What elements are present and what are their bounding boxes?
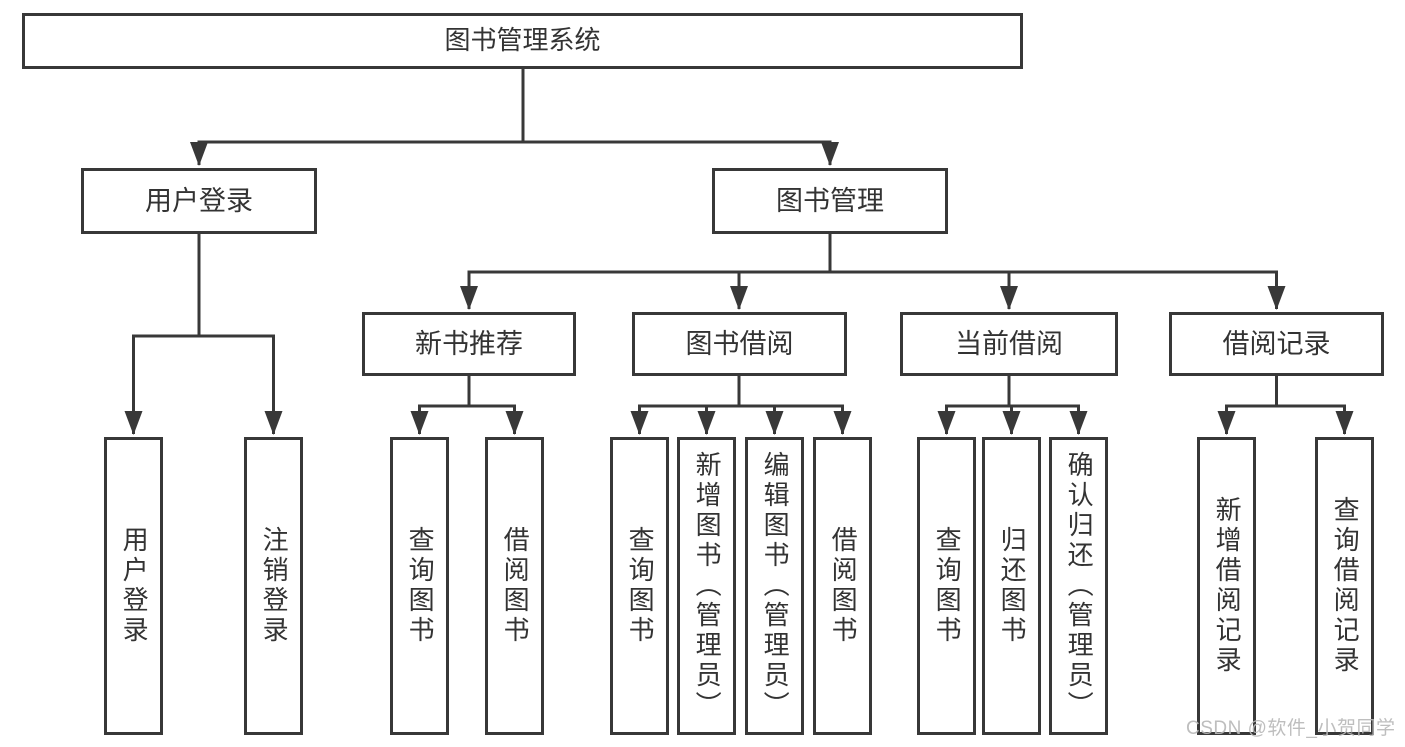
node-borrow-record: 借阅记录 xyxy=(1169,312,1384,376)
node-book-management: 图书管理 xyxy=(712,168,948,234)
leaf-logout: 注销登录 xyxy=(244,437,303,735)
leaf-newbook-borrow-book: 借阅图书 xyxy=(485,437,544,735)
connector-borrow-record-to-leaves xyxy=(1217,376,1354,435)
node-book-borrow: 图书借阅 xyxy=(632,312,847,376)
leaf-borrow-query-book: 查询图书 xyxy=(610,437,669,735)
leaf-newbook-query-book: 查询图书 xyxy=(390,437,449,735)
connector-current-borrow-to-leaves xyxy=(937,376,1088,435)
leaf-add-borrow-record: 新增借阅记录 xyxy=(1197,437,1256,735)
leaf-user-login: 用户登录 xyxy=(104,437,163,735)
leaf-edit-book-admin: 编辑图书（管理员） xyxy=(745,437,804,735)
leaf-current-query-book: 查询图书 xyxy=(917,437,976,735)
leaf-add-book-admin: 新增图书（管理员） xyxy=(677,437,736,735)
connector-new-book-to-leaves xyxy=(410,376,524,435)
node-user-login: 用户登录 xyxy=(81,168,317,234)
csdn-watermark: CSDN @软件_小贺同学 xyxy=(1186,718,1396,739)
leaf-return-book: 归还图书 xyxy=(982,437,1041,735)
leaf-borrow-book: 借阅图书 xyxy=(813,437,872,735)
node-new-book-recommend: 新书推荐 xyxy=(362,312,576,376)
connector-book-mgmt-to-level2 xyxy=(460,234,1286,310)
connector-user-login-to-leaves xyxy=(124,234,283,435)
connector-root-to-level1 xyxy=(190,68,839,166)
connector-book-borrow-to-leaves xyxy=(630,376,852,435)
node-current-borrow: 当前借阅 xyxy=(900,312,1118,376)
leaf-confirm-return-admin: 确认归还（管理员） xyxy=(1049,437,1108,735)
leaf-query-borrow-record: 查询借阅记录 xyxy=(1315,437,1374,735)
node-library-system: 图书管理系统 xyxy=(22,13,1023,69)
